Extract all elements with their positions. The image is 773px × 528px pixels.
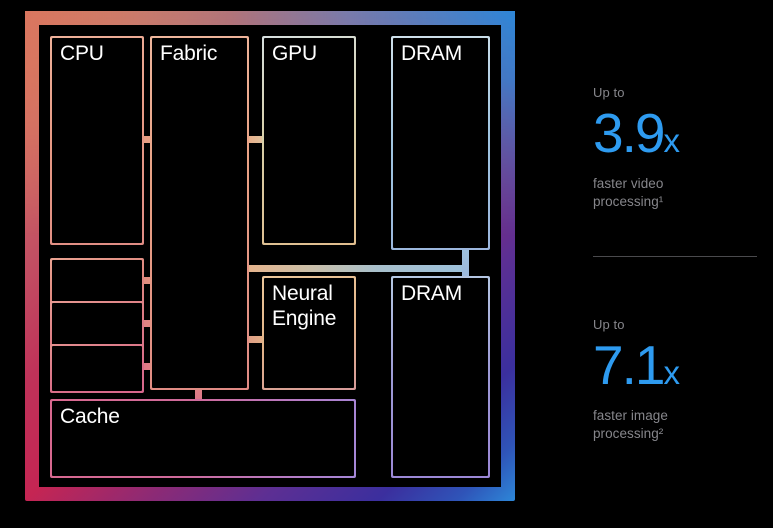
block-gpu: GPU: [262, 36, 356, 245]
connector-core2-fabric: [134, 320, 156, 327]
connector-fabric-gpu: [247, 136, 268, 143]
connector-fabric-cache: [195, 381, 202, 401]
stat-caption-video: faster video processing¹: [593, 176, 664, 209]
performance-stats-panel: Up to 3.9x faster video processing¹ Up t…: [593, 0, 773, 528]
block-dram-top-label: DRAM: [401, 42, 463, 65]
connector-core1-fabric: [134, 277, 156, 284]
stat-block-image-processing: Up to 7.1x faster image processing²: [593, 316, 773, 443]
block-gpu-label: GPU: [272, 42, 317, 65]
block-dram-top: DRAM: [391, 36, 490, 250]
block-cpu: CPU: [50, 36, 144, 245]
block-dram-bottom: DRAM: [391, 276, 490, 478]
stat-number-video: 3.9: [593, 102, 665, 164]
connector-core3-fabric: [134, 363, 156, 370]
memory-bus-horizontal: [241, 265, 469, 272]
block-cpu-core-1: [50, 258, 144, 307]
stat-value-video: 3.9x: [593, 103, 773, 171]
stat-prefix-video: Up to: [593, 85, 625, 100]
stat-prefix-image: Up to: [593, 317, 625, 332]
stats-divider: [593, 256, 757, 257]
block-neural-engine-label: Neural Engine: [272, 282, 337, 330]
block-cpu-core-2: [50, 301, 144, 350]
block-fabric: Fabric: [150, 36, 249, 390]
block-cache: Cache: [50, 399, 356, 478]
stat-suffix-video: x: [663, 122, 679, 159]
stat-value-image: 7.1x: [593, 335, 773, 403]
block-fabric-label: Fabric: [160, 42, 218, 65]
block-dram-bottom-label: DRAM: [401, 282, 463, 305]
connector-cpu-fabric: [134, 136, 156, 143]
block-cpu-core-3: [50, 344, 144, 393]
stat-block-video-processing: Up to 3.9x faster video processing¹: [593, 84, 773, 211]
block-cpu-label: CPU: [60, 42, 104, 65]
stat-number-image: 7.1: [593, 334, 665, 396]
memory-bus-riser-right: [462, 243, 469, 303]
connector-fabric-neural-engine: [247, 336, 268, 343]
system-on-chip-block-diagram: CPU Fabric GPU DRAM Neural Engine: [25, 11, 515, 501]
block-cache-label: Cache: [60, 405, 120, 428]
stat-suffix-image: x: [663, 354, 679, 391]
block-neural-engine: Neural Engine: [262, 276, 356, 390]
stat-caption-image: faster image processing²: [593, 408, 668, 441]
